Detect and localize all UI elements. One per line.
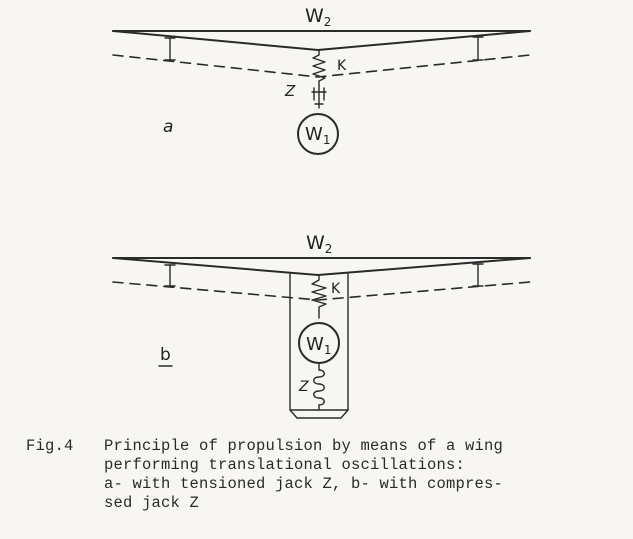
wing-b-deflected [112,281,531,301]
body-label-b: W1 [306,334,331,357]
frame-b [289,272,349,419]
wing-label-b: W2 [306,232,332,256]
spring-k-a [312,49,326,87]
jack-z-a [311,85,327,109]
panel-label-b: b [160,345,171,365]
deflection-arrow-right-a [472,36,484,61]
deflection-arrow-left-a [164,37,176,61]
panel-b: W2 K W1 Z b [112,232,531,419]
body-w1-a [297,113,339,155]
body-label-a: W1 [305,124,330,147]
jack-z-b [313,362,325,411]
wing-a-lower [112,30,531,51]
spring-label-a: K [337,58,347,74]
deflection-arrow-left-b [164,264,176,287]
caption-label: Fig.4 [26,437,74,455]
spring-label-b: K [331,281,341,297]
panel-label-a: a [163,117,173,137]
deflection-arrow-right-b [472,263,484,287]
caption-text: Principle of propulsion by means of a wi… [104,437,504,512]
jack-label-a: Z [284,82,296,100]
jack-label-b: Z [298,379,309,395]
wing-a-deflected [112,54,531,78]
wing-label-a: W2 [305,5,331,29]
panel-a: W2 K Z W1 a [112,5,531,155]
spring-k-b [311,274,327,319]
wing-b-lower [112,257,531,276]
